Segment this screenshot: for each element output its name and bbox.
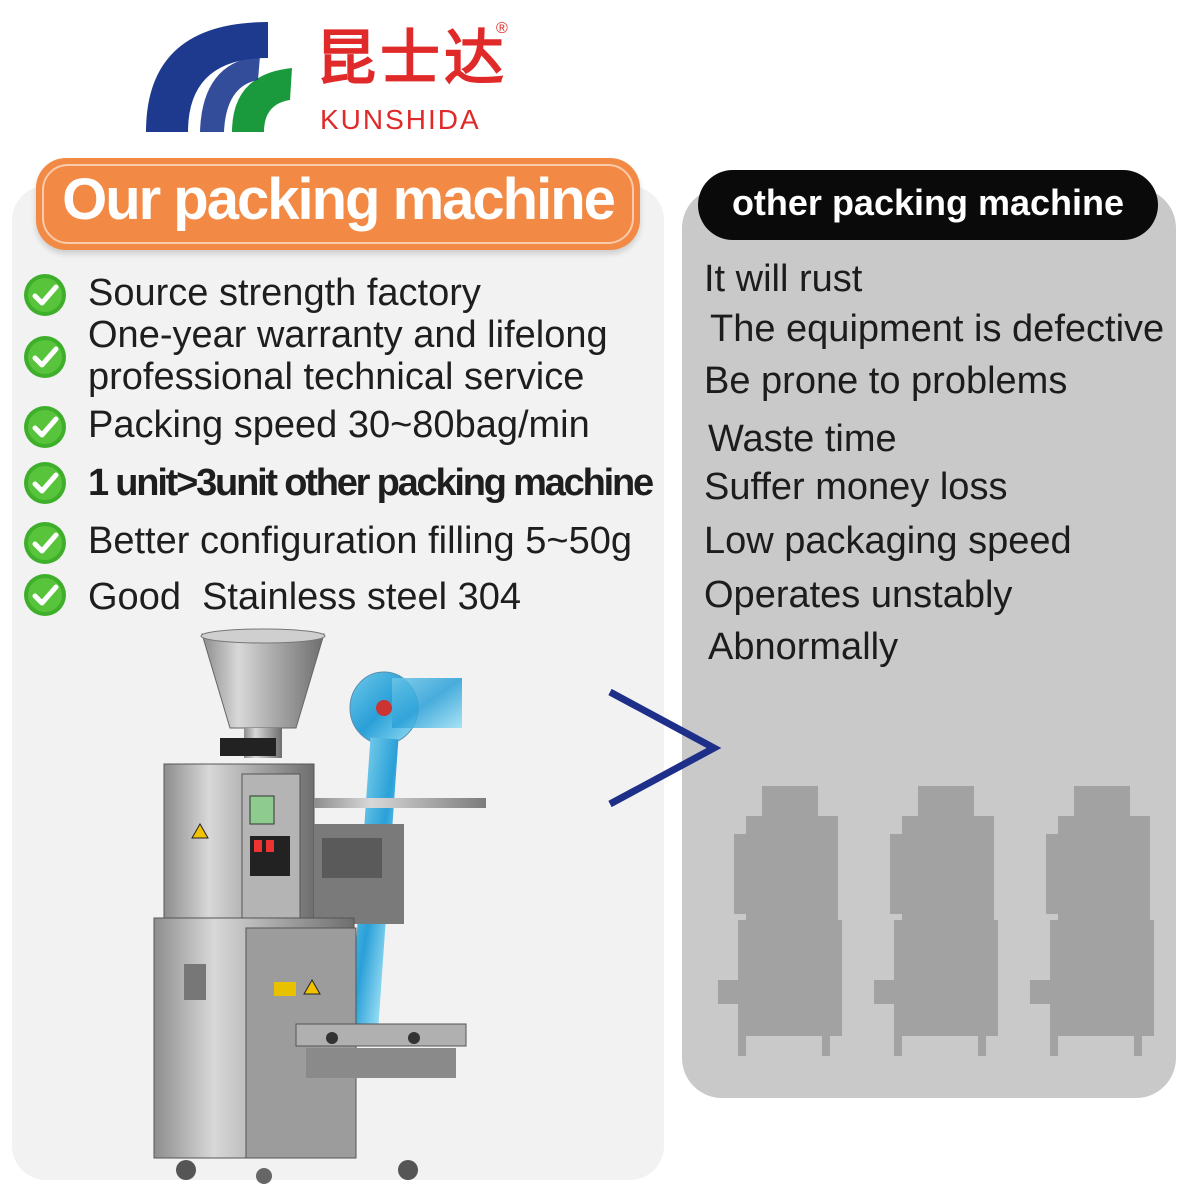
advantage-text: professional technical service: [88, 356, 585, 398]
machine-silhouette-2: [874, 786, 998, 1056]
disadvantage-text: Low packaging speed: [704, 520, 1072, 562]
brand-chinese-name: 昆士达: [316, 24, 508, 94]
disadvantage-text: The equipment is defective: [710, 308, 1165, 350]
advantage-text: One-year warranty and lifelong: [88, 314, 608, 356]
registered-mark: ®: [496, 20, 508, 37]
advantage-text: 1 unit>3unit other packing machine: [88, 462, 654, 504]
packing-machine-image: [153, 628, 486, 1184]
check-circle-icon: [24, 574, 66, 616]
machine-silhouette-1: [718, 786, 842, 1056]
disadvantage-text: Operates unstably: [704, 574, 1013, 616]
check-circle-icon: [24, 462, 66, 504]
check-circle-icon: [24, 336, 66, 378]
brand-logo: 昆士达 ® KUNSHIDA: [140, 18, 520, 138]
disadvantage-text: Suffer money loss: [704, 466, 1008, 508]
disadvantage-text: It will rust: [704, 258, 863, 300]
check-circle-icon: [24, 522, 66, 564]
advantage-text: Source strength factory: [88, 272, 481, 314]
other-machine-title: other packing machine: [698, 170, 1158, 240]
disadvantage-text: Abnormally: [708, 626, 899, 668]
advantage-text: Good Stainless steel 304: [88, 576, 522, 618]
chevron-right-icon: [608, 688, 722, 808]
disadvantage-text: Be prone to problems: [704, 360, 1068, 402]
advantage-text: Better configuration filling 5~50g: [88, 520, 632, 562]
our-machine-title-text: Our packing machine: [62, 167, 616, 232]
advantage-text: Packing speed 30~80bag/min: [88, 404, 590, 446]
disadvantage-text: Waste time: [708, 418, 897, 460]
other-machines-silhouette: [718, 786, 1154, 1056]
check-circle-icon: [24, 274, 66, 316]
machine-silhouette-3: [1030, 786, 1154, 1056]
brand-english-name: KUNSHIDA: [320, 104, 481, 135]
our-machine-title: Our packing machine: [36, 158, 640, 250]
check-circle-icon: [24, 406, 66, 448]
logo-mark-icon: [146, 22, 292, 132]
